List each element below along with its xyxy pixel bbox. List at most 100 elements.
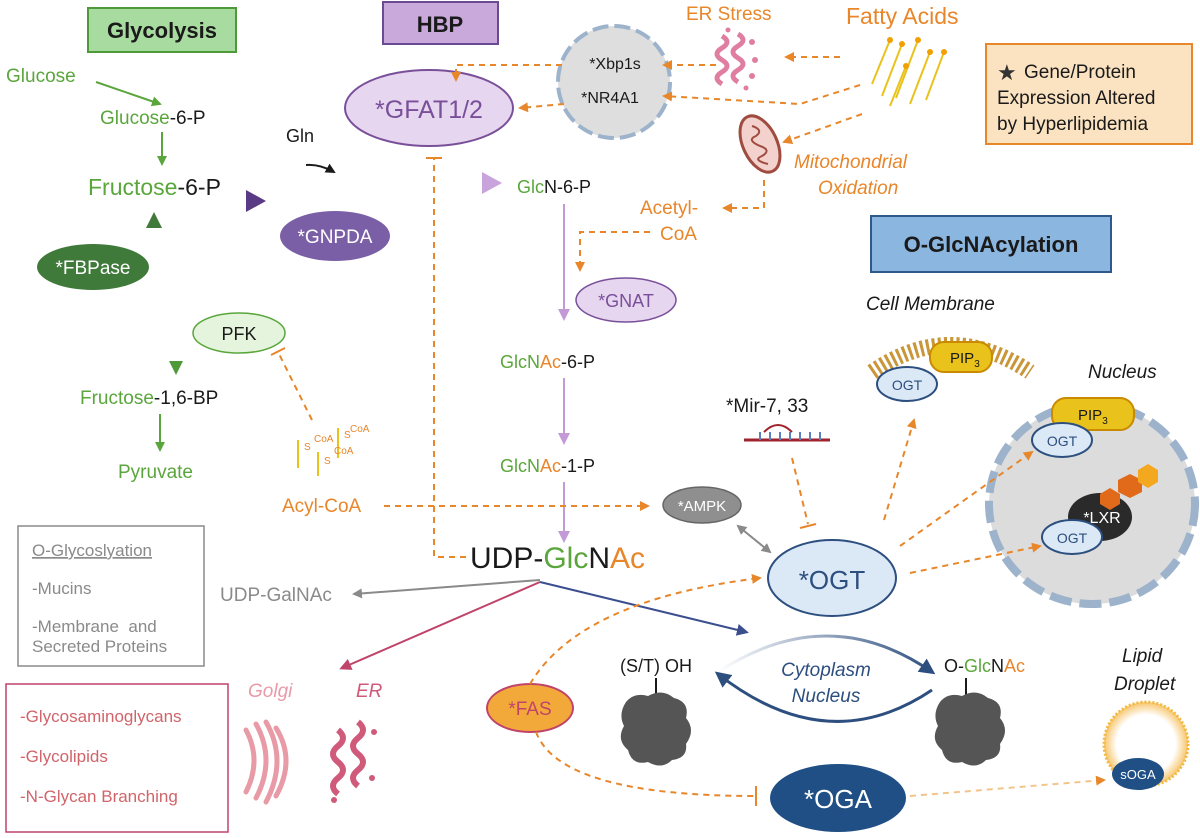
oga-label: *OGA: [804, 784, 873, 814]
oglcnac-label: O-GlcNAc: [944, 656, 1025, 676]
legend-box: ★ Gene/Protein Expression Altered by Hyp…: [985, 43, 1193, 145]
fbpase-enzyme: *FBPase: [37, 244, 149, 290]
fa-to-mito-arrow: [782, 113, 863, 145]
golgi-label: Golgi: [248, 681, 293, 702]
udp-galnac-label: UDP-GalNAc: [220, 585, 332, 606]
glucose-to-g6p-arrow: [95, 81, 162, 107]
mito-label-2: Oxidation: [818, 178, 898, 199]
protein-icon-left: [620, 678, 691, 766]
golgi-er-products-box: -Glycosaminoglycans -Glycolipids -N-Glyc…: [5, 683, 229, 833]
gnpda-label: *GNPDA: [298, 227, 373, 248]
ampk-label: *AMPK: [678, 498, 726, 515]
pfk-enzyme: PFK: [192, 312, 286, 354]
ampk-ogt-interaction: [736, 524, 772, 554]
oga-enzyme: *OGA: [770, 764, 906, 832]
acyl-coa-icon: S CoA S CoA S CoA: [297, 424, 370, 476]
mitochondrion-icon: [738, 114, 782, 174]
svg-text:S: S: [324, 456, 331, 467]
acetylcoa-to-gnat-arrow: [575, 231, 650, 272]
pip3-membrane-label: PIP3: [950, 350, 980, 370]
acylcoa-label: Acyl-CoA: [282, 496, 362, 517]
star-icon: ★: [997, 60, 1017, 85]
glcnac1p-label: GlcNAc-1-P: [500, 456, 595, 476]
svg-text:CoA: CoA: [314, 434, 334, 445]
udp-to-galnac-arrow: [352, 579, 541, 599]
ogt-enzyme: *OGT: [767, 539, 897, 617]
pyruvate-label: Pyruvate: [118, 462, 193, 483]
ogt-label: *OGT: [799, 565, 866, 595]
glycolysis-header-text: Glycolysis: [107, 18, 217, 43]
gnat-label: *GNAT: [598, 291, 654, 311]
fatty-acids-label: Fatty Acids: [846, 3, 958, 29]
g6p-label: Glucose-6-P: [100, 108, 206, 129]
ogt-to-membrane-arrow: [883, 418, 917, 521]
fatty-acids-icon: [871, 37, 947, 107]
fbpase-label: *FBPase: [56, 258, 131, 279]
oga-cycle-reverse-arrow: [714, 671, 933, 723]
gag-item: -Glycosaminoglycans: [20, 707, 182, 726]
secreted-item: Secreted Proteins: [32, 637, 167, 656]
oglcnacylation-header: O-GlcNAcylation: [870, 215, 1112, 273]
lxr-label: *LXR: [1083, 510, 1120, 527]
mir-inhibits-ogt: [791, 457, 809, 525]
soga-label: sOGA: [1120, 767, 1156, 782]
gfat-enzyme: *GFAT1/2: [344, 69, 514, 147]
lipid-droplet-icon: sOGA: [1102, 700, 1190, 790]
ogt-to-nucleus-arrow-1: [899, 450, 1034, 547]
er-stress-icon: [714, 27, 758, 91]
ampk-enzyme: *AMPK: [662, 486, 742, 524]
o-glycosylation-box: O-Glycoslyation -Mucins -Membrane and Se…: [17, 525, 205, 667]
mir-inhibition-bar: [799, 523, 817, 529]
acetylcoa-label-1: Acetyl-: [640, 198, 698, 219]
nucleus-label: Nucleus: [1088, 362, 1157, 383]
nucleus-cycle-label: Nucleus: [792, 686, 861, 707]
mirna-icon: [744, 424, 830, 442]
xbp1s-to-gfat-arrow: [451, 64, 562, 82]
cytoplasm-label: Cytoplasm: [781, 660, 871, 681]
fas-to-ogt-arrow: [529, 574, 762, 685]
membrane-item: -Membrane and: [32, 617, 157, 636]
pip3-nucleus-label: PIP3: [1078, 407, 1108, 427]
nr4a1-to-gfat-arrow: [518, 102, 565, 113]
ogt-cycle-forward-arrow: [717, 634, 936, 675]
ogt-to-nucleus-arrow-2: [909, 542, 1042, 574]
glcnac6p-label: GlcNAc-6-P: [500, 352, 595, 372]
nglycan-item: -N-Glycan Branching: [20, 787, 178, 806]
golgi-icon: [243, 719, 289, 805]
ogt-nucleus-label-2: OGT: [1057, 530, 1088, 546]
gnat-enzyme: *GNAT: [575, 277, 677, 323]
svg-text:CoA: CoA: [334, 446, 354, 457]
er-label: ER: [356, 681, 383, 702]
oglcnacylation-header-text: O-GlcNAcylation: [904, 232, 1079, 257]
protein-icon-right: [934, 678, 1005, 766]
nucleus-icon: PIP3 OGT *LXR OGT: [985, 397, 1199, 608]
ogt-membrane-label: OGT: [892, 377, 923, 393]
st-oh-label: (S/T) OH: [620, 656, 692, 676]
er-stress-label: ER Stress: [686, 4, 772, 25]
fas-enzyme: *FAS: [486, 683, 574, 733]
oga-to-lipid-droplet-arrow: [909, 775, 1106, 797]
gln-label: Gln: [286, 126, 314, 146]
hbp-header: HBP: [382, 1, 499, 45]
cell-membrane-icon: PIP3 OGT: [867, 337, 1035, 402]
ogt-nucleus-label-1: OGT: [1047, 433, 1078, 449]
legend-line-1: Gene/Protein: [1024, 62, 1136, 83]
fbp-label: Fructose-1,6-BP: [80, 388, 218, 409]
gnpda-enzyme: *GNPDA: [280, 211, 390, 261]
legend-line-2: Expression Altered: [997, 88, 1155, 109]
gln-arrow: [305, 163, 336, 173]
nucleus-tf-icon: *Xbp1s *NR4A1: [556, 24, 672, 140]
pfk-inhibition-bar: [270, 347, 286, 356]
mito-label-1: Mitochondrial: [794, 152, 908, 173]
mito-to-acetylcoa-arrow: [722, 180, 765, 213]
acylcoa-inhibits-pfk: [277, 351, 313, 421]
glucose-label: Glucose: [6, 66, 76, 87]
nr4a1-label: *NR4A1: [581, 90, 639, 107]
o-glycosylation-title: O-Glycoslyation: [32, 541, 152, 560]
svg-text:CoA: CoA: [350, 424, 370, 435]
lipid-droplet-label-2: Droplet: [1114, 674, 1176, 695]
glycolipids-item: -Glycolipids: [20, 747, 108, 766]
hbp-header-text: HBP: [417, 12, 463, 37]
er-icon: [330, 719, 377, 803]
